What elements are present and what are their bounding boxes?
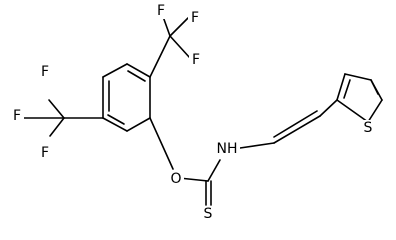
atom-label-f-top-3: F xyxy=(192,52,200,68)
thiocarbamate-linkage xyxy=(149,117,221,206)
atom-label-nitrogen-h: NH xyxy=(217,141,238,157)
atom-label-f-top-2: F xyxy=(191,10,199,26)
atom-label-sulfur-thione: S xyxy=(204,206,213,222)
trifluoromethyl-top xyxy=(149,10,191,78)
atom-label-f-left-2: F xyxy=(13,108,21,124)
atom-label-f-left-1: F xyxy=(41,64,49,80)
atom-labels: F F F F F F O NH S S xyxy=(10,3,375,222)
atom-label-sulfur-thiophene: S xyxy=(364,120,373,136)
atom-label-f-top-1: F xyxy=(157,3,165,19)
atom-label-f-left-3: F xyxy=(41,145,49,161)
trifluoromethyl-left xyxy=(22,99,104,137)
chemical-structure-diagram: F F F F F F O NH S S xyxy=(10,3,383,222)
atom-label-oxygen: O xyxy=(170,171,181,187)
benzene-ring xyxy=(102,63,151,132)
vinyl-thiophene xyxy=(239,73,383,149)
